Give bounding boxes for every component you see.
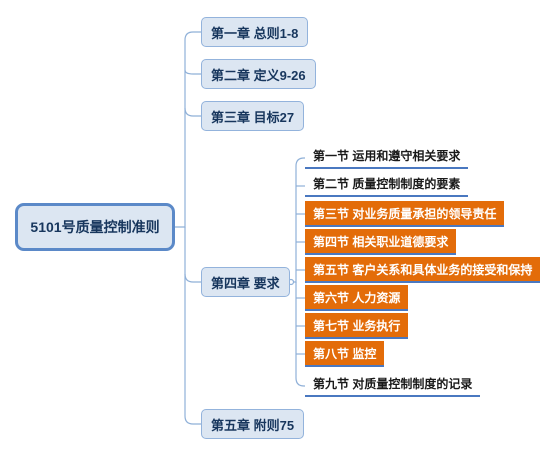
section-node-9[interactable]: 第九节 对质量控制制度的记录	[305, 371, 481, 397]
section-node-4[interactable]: 第四节 相关职业道德要求	[305, 229, 457, 255]
connector-ch4-spine	[287, 157, 305, 283]
section-node-6[interactable]: 第六节 人力资源	[305, 285, 409, 311]
root-node[interactable]: 5101号质量控制准则	[15, 203, 175, 251]
section-node-1[interactable]: 第一节 运用和遵守相关要求	[305, 143, 469, 169]
connector-root-ch3	[184, 107, 201, 117]
connector-ch4-sec9	[295, 282, 305, 387]
chapter-node-1[interactable]: 第一章 总则1-8	[201, 17, 309, 47]
section-node-2[interactable]: 第二节 质量控制制度的要素	[305, 171, 469, 197]
section-node-8[interactable]: 第八节 监控	[305, 341, 385, 367]
connector-root-ch2	[184, 69, 201, 75]
connector-root-ch5	[184, 227, 201, 425]
chapter-node-3[interactable]: 第三章 目标27	[201, 101, 305, 131]
section-node-3[interactable]: 第三节 对业务质量承担的领导责任	[305, 201, 505, 227]
chapter-node-4[interactable]: 第四章 要求	[201, 267, 290, 297]
connector-root-ch1	[175, 31, 201, 228]
section-node-7[interactable]: 第七节 业务执行	[305, 313, 409, 339]
chapter-node-2[interactable]: 第二章 定义9-26	[201, 59, 316, 89]
connector-root-ch4	[184, 273, 201, 283]
chapter-node-5[interactable]: 第五章 附则75	[201, 409, 305, 439]
section-node-5[interactable]: 第五节 客户关系和具体业务的接受和保持	[305, 257, 541, 283]
